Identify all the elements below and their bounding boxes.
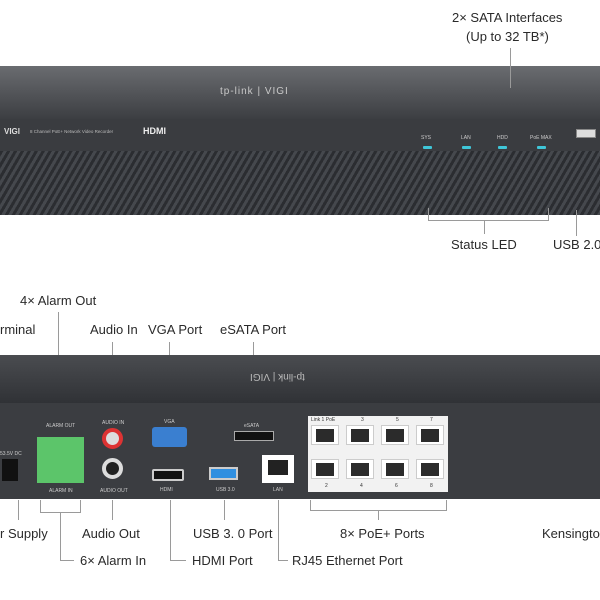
- model-text: 8 Channel PoE+ Network Video Recorder: [30, 129, 114, 134]
- callout-power: r Supply: [0, 526, 48, 541]
- led-hdd: [498, 146, 507, 149]
- front-top-surface: [0, 66, 600, 119]
- led-sys: [423, 146, 432, 149]
- esata-label: eSATA: [244, 423, 260, 429]
- led-lan: [462, 146, 471, 149]
- poe-label-4: 4: [360, 483, 363, 489]
- poe-port-8: [416, 459, 444, 479]
- callout-alarm-in: 6× Alarm In: [80, 553, 147, 568]
- poe-port-4: [346, 459, 374, 479]
- front-vent: [0, 151, 600, 215]
- alarm-in-label: ALARM IN: [49, 488, 73, 494]
- callout-poe: 8× PoE+ Ports: [340, 526, 425, 541]
- front-face: VIGI 8 Channel PoE+ Network Video Record…: [0, 119, 600, 151]
- callout-sata: 2× SATA Interfaces: [452, 10, 563, 25]
- power-jack: [2, 459, 18, 481]
- led-label-sys: SYS: [421, 135, 432, 141]
- hdmi-port: [152, 469, 184, 481]
- vga-label: VGA: [164, 419, 175, 425]
- power-label: 53.5V DC: [0, 451, 22, 457]
- led-label-lan: LAN: [461, 135, 471, 141]
- callout-hdmi: HDMI Port: [192, 553, 253, 568]
- rear-brand-logo: tp-link | VIGI: [250, 371, 305, 382]
- audio-out-label: AUDIO OUT: [100, 488, 128, 494]
- poe-port-2: [311, 459, 339, 479]
- led-poe-max: [537, 146, 546, 149]
- esata-port: [234, 431, 274, 441]
- poe-port-5: [381, 425, 409, 445]
- hdmi-label: HDMI: [160, 487, 173, 493]
- callout-audio-out: Audio Out: [82, 526, 140, 541]
- callout-kensington: Kensingto: [542, 526, 600, 541]
- poe-label-7: 7: [430, 417, 433, 423]
- poe-port-6: [381, 459, 409, 479]
- callout-audio-in: Audio In: [90, 322, 138, 337]
- callout-sata-sub: (Up to 32 TB*): [466, 29, 549, 44]
- callout-status-led: Status LED: [451, 237, 517, 252]
- poe-label-1: Link 1 PoE: [311, 417, 336, 423]
- rear-unit: tp-link | VIGI 53.5V DC ALARM OUT ALARM …: [0, 355, 600, 503]
- callout-usb3: USB 3. 0 Port: [193, 526, 273, 541]
- audio-in-jack: [102, 428, 123, 449]
- led-label-hdd: HDD: [497, 135, 508, 141]
- vga-port: [152, 427, 187, 447]
- callout-esata: eSATA Port: [220, 322, 286, 337]
- lan-port: [262, 455, 294, 483]
- poe-port-1: [311, 425, 339, 445]
- callout-rj45: RJ45 Ethernet Port: [292, 553, 403, 568]
- usb2-port: [576, 129, 596, 138]
- led-label-poe-max: PoE MAX: [530, 135, 552, 141]
- usb3-label: USB 3.0: [216, 487, 235, 493]
- audio-out-jack: [102, 458, 123, 479]
- poe-label-5: 5: [396, 417, 399, 423]
- callout-alarm-out: 4× Alarm Out: [20, 293, 97, 308]
- poe-label-2: 2: [325, 483, 328, 489]
- poe-label-6: 6: [395, 483, 398, 489]
- poe-label-3: 3: [361, 417, 364, 423]
- alarm-out-label: ALARM OUT: [46, 423, 76, 429]
- callout-usb2: USB 2.0: [553, 237, 600, 252]
- front-unit: tp-link | VIGI VIGI 8 Channel PoE+ Netwo…: [0, 66, 600, 216]
- front-brand-logo: tp-link | VIGI: [220, 86, 289, 97]
- rear-top-surface: [0, 355, 600, 403]
- lan-label: LAN: [273, 487, 283, 493]
- audio-in-label: AUDIO IN: [102, 420, 125, 426]
- alarm-terminal-block: [37, 437, 84, 483]
- usb3-port: [209, 467, 238, 480]
- callout-terminal: rminal: [0, 322, 36, 337]
- vigi-logo: VIGI: [4, 127, 21, 136]
- poe-port-7: [416, 425, 444, 445]
- hdmi-logo: HDMI: [143, 126, 166, 136]
- poe-port-3: [346, 425, 374, 445]
- poe-label-8: 8: [430, 483, 433, 489]
- rear-panel: 53.5V DC ALARM OUT ALARM IN AUDIO IN AUD…: [0, 403, 600, 499]
- callout-vga: VGA Port: [148, 322, 203, 337]
